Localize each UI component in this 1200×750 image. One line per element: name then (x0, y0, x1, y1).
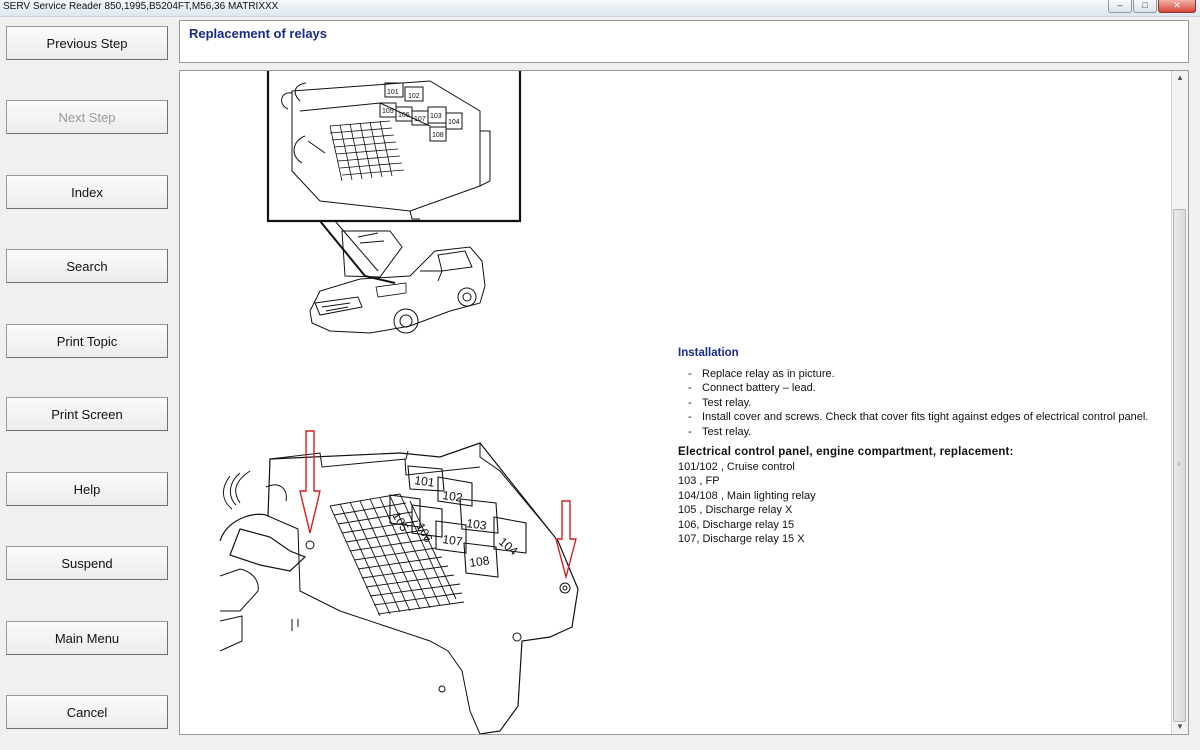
grip-icon: ≡ (1177, 462, 1181, 468)
topic-header: Replacement of relays (179, 20, 1189, 63)
search-button[interactable]: Search (6, 249, 168, 283)
window-controls: – □ ✕ (1108, 0, 1196, 14)
list-item: 106, Discharge relay 15 (678, 518, 795, 531)
relay-list: 101/102 , Cruise control 103 , FP 104/10… (678, 460, 1168, 546)
scroll-down-icon[interactable]: ▼ (1176, 722, 1184, 731)
content-panel: 101 102 105 106 107 103 104 108 (179, 70, 1189, 735)
installation-text: Installation -Replace relay as in pictur… (678, 347, 1168, 546)
relay-101-label: 101 (414, 473, 436, 490)
control-panel-drawing (219, 442, 579, 734)
red-pointer-arrows (299, 430, 577, 580)
inset-relay-103-label: 103 (430, 113, 442, 120)
window-title: SERV Service Reader 850,1995,B5204FT,M56… (3, 1, 279, 12)
relay-illustration: 101 102 105 106 107 103 104 108 (219, 71, 579, 734)
inset-relay-102-label: 102 (408, 93, 420, 100)
minimize-button[interactable]: – (1108, 0, 1132, 13)
list-item: 104/108 , Main lighting relay (678, 489, 816, 502)
suspend-button[interactable]: Suspend (6, 546, 168, 580)
close-button[interactable]: ✕ (1158, 0, 1196, 13)
list-item: 101/102 , Cruise control (678, 461, 795, 474)
scroll-up-icon[interactable]: ▲ (1176, 73, 1184, 82)
relay-102-label: 102 (442, 488, 464, 505)
relay-104-label: 104 (496, 535, 521, 559)
main-menu-button[interactable]: Main Menu (6, 621, 168, 655)
list-item: 103 , FP (678, 475, 720, 488)
relay-heading: Electrical control panel, engine compart… (678, 446, 1014, 459)
inset-relay-107-label: 107 (414, 116, 426, 123)
scrollbar-thumb[interactable]: ≡ (1173, 209, 1186, 722)
left-arrow-icon (299, 430, 321, 534)
page-title: Replacement of relays (189, 26, 328, 41)
print-topic-button[interactable]: Print Topic (6, 324, 168, 358)
inset-relay-104-label: 104 (448, 119, 460, 126)
section-title: Installation (678, 347, 739, 359)
index-button[interactable]: Index (6, 175, 168, 209)
list-item: 107, Discharge relay 15 X (678, 533, 805, 546)
list-item: -Test relay. (688, 396, 752, 409)
navigation-panel: Previous Step Next Step Index Search Pri… (0, 16, 178, 750)
list-item: -Connect battery – lead. (688, 382, 816, 395)
maximize-button[interactable]: □ (1133, 0, 1157, 13)
cancel-button[interactable]: Cancel (6, 695, 168, 729)
print-screen-button[interactable]: Print Screen (6, 397, 168, 431)
inset-relay-108-label: 108 (432, 132, 444, 139)
list-item: -Test relay. (688, 425, 752, 438)
window-title-bar: SERV Service Reader 850,1995,B5204FT,M56… (0, 0, 1200, 17)
relay-108-label: 108 (468, 553, 490, 570)
inset-relay-106-label: 106 (398, 112, 410, 119)
relay-103-label: 103 (466, 516, 488, 533)
help-button[interactable]: Help (6, 472, 168, 506)
list-item: -Install cover and screws. Check that co… (688, 411, 1149, 424)
next-step-button[interactable]: Next Step (6, 100, 168, 134)
list-item: 105 , Discharge relay X (678, 504, 793, 517)
inset-detail-frame (266, 71, 522, 223)
list-item: -Replace relay as in picture. (688, 368, 835, 380)
relay-107-label: 107 (442, 532, 464, 549)
step-list: -Replace relay as in picture. -Connect b… (688, 367, 1168, 439)
car-drawing (309, 230, 486, 334)
previous-step-button[interactable]: Previous Step (6, 26, 168, 60)
inset-relay-105-label: 105 (382, 108, 394, 115)
vertical-scrollbar[interactable]: ▲ ≡ ▼ (1171, 71, 1188, 734)
inset-relay-101-label: 101 (387, 89, 399, 96)
right-arrow-icon (555, 500, 577, 580)
